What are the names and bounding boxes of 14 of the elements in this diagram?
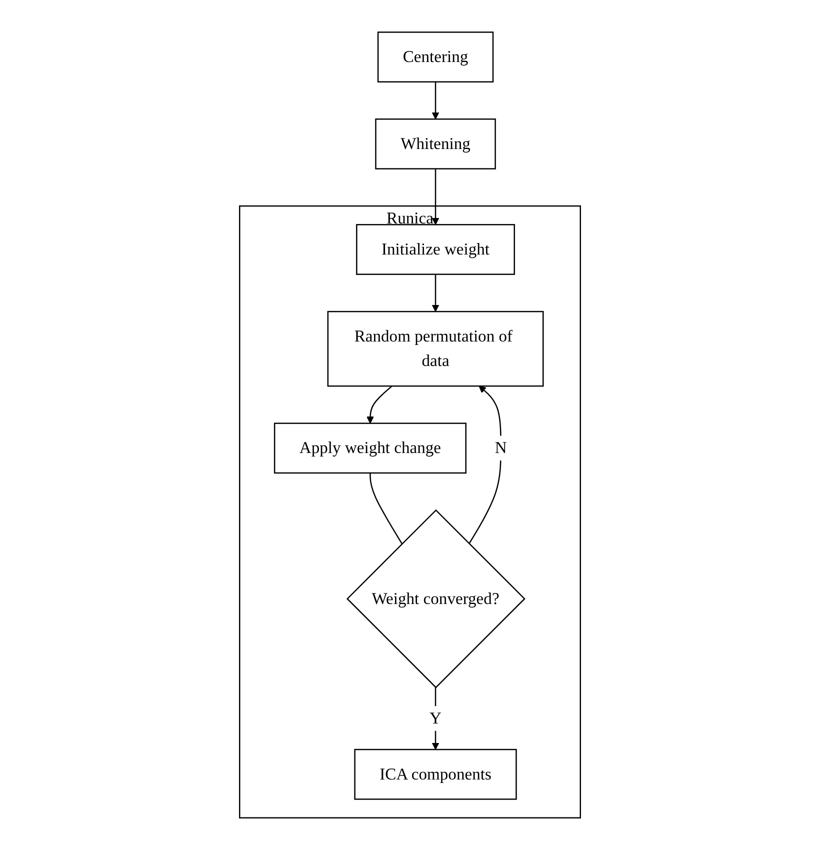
node-box: Initialize weight [356, 224, 514, 274]
node-box: ICA components [354, 748, 516, 800]
node-diamond: Weight converged? [346, 508, 525, 688]
arrow [366, 385, 392, 424]
node-box: Random permutation of data [326, 310, 544, 386]
connector [369, 472, 402, 544]
arrow [431, 274, 439, 312]
node-box: Apply weight change [273, 422, 466, 474]
edge-label: Y [429, 708, 441, 728]
node-box: Whitening [374, 118, 496, 169]
arrow [431, 81, 439, 119]
node-box: Centering [376, 31, 494, 82]
arrow [431, 168, 439, 224]
edge-label: N [494, 438, 506, 457]
